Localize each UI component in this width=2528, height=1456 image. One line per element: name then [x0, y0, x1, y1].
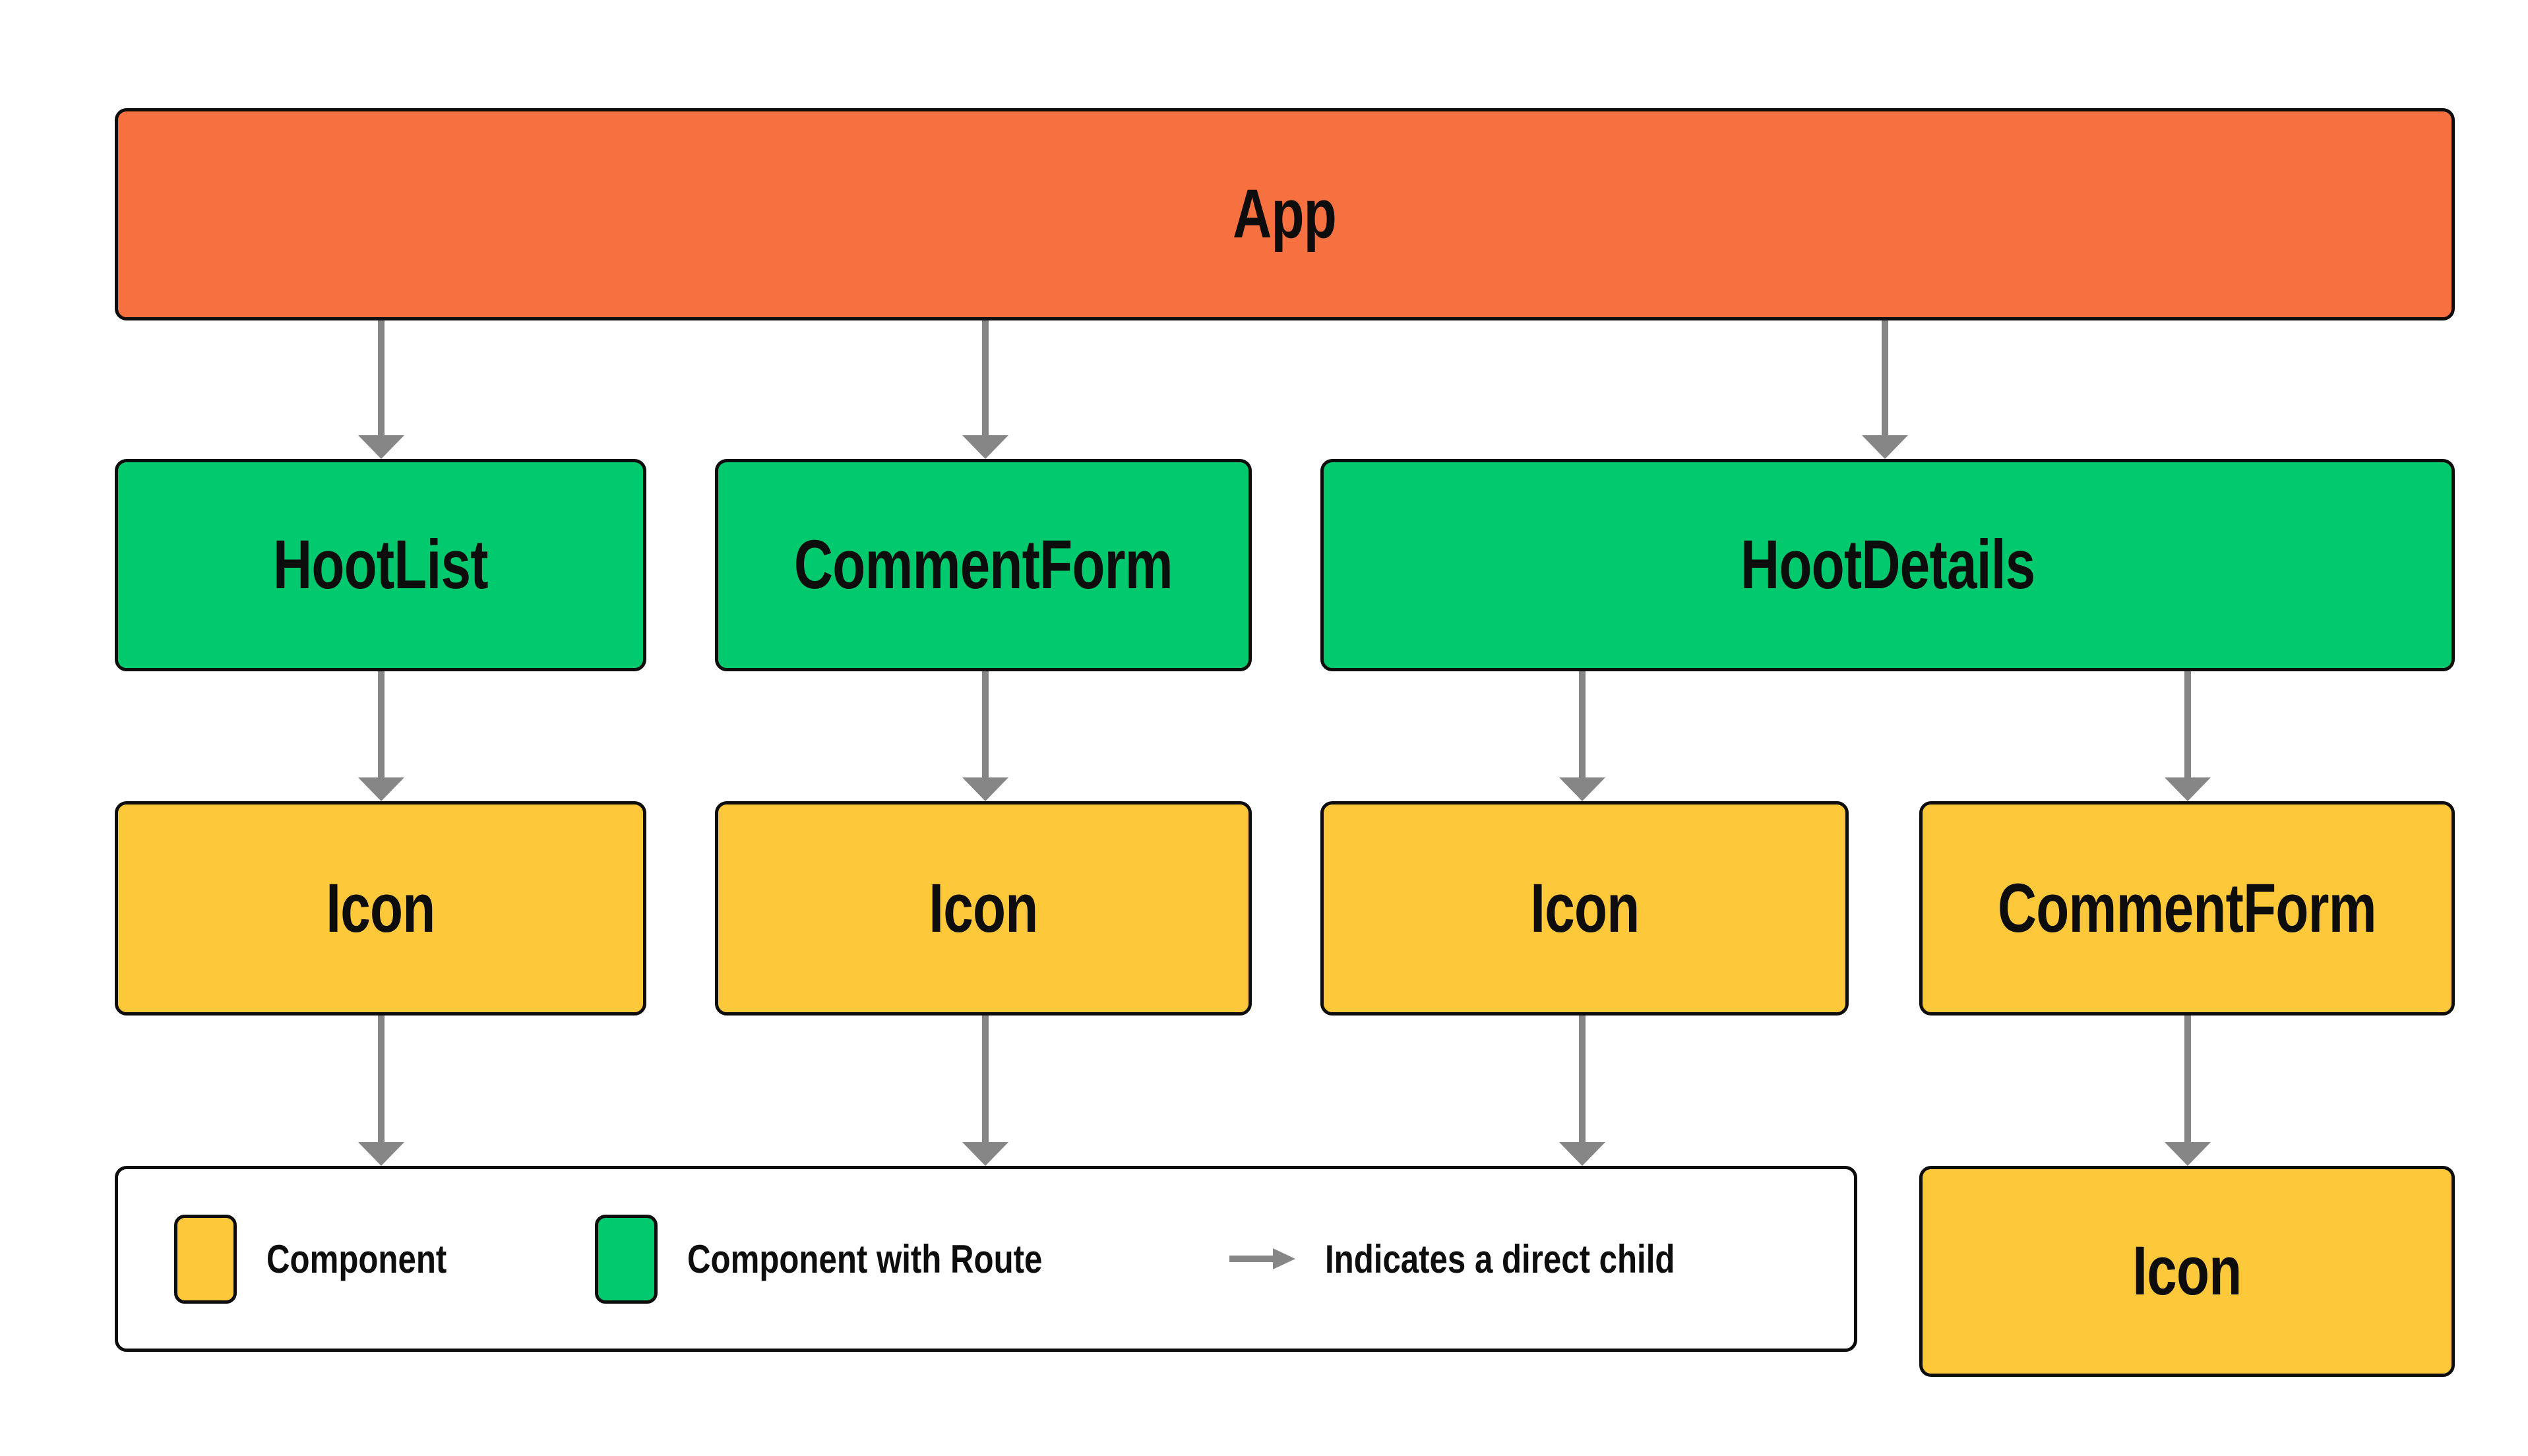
node-icon3-label: Icon — [1529, 869, 1640, 947]
node-icon1-label: Icon — [326, 869, 435, 947]
node-commentform2-label: CommentForm — [1998, 869, 2377, 947]
legend-arrow-label: Indicates a direct child — [1324, 1236, 1675, 1281]
legend-component-label: Component — [266, 1236, 447, 1281]
connector-arrow-commentform-icon — [962, 671, 1008, 801]
connector-arrow-app-hootdetails — [1862, 320, 1908, 459]
connector-arrow-hootdetails-icon — [1559, 671, 1605, 801]
connector-arrow-icon1-down — [358, 1016, 404, 1166]
connector-arrow-hootlist-icon — [358, 671, 404, 801]
node-icon-under-hootdetails: Icon — [1320, 801, 1849, 1016]
node-icon-under-hootlist: Icon — [115, 801, 646, 1016]
connector-arrow-hootdetails-commentform — [2165, 671, 2211, 801]
node-icon-under-commentform2: Icon — [1919, 1166, 2455, 1377]
legend-item-component: Component — [174, 1214, 486, 1304]
node-hootdetails: HootDetails — [1320, 459, 2455, 671]
node-app-label: App — [1233, 175, 1338, 253]
legend: Component Component with Route Indicates… — [115, 1166, 1857, 1352]
right-arrow-icon — [1229, 1248, 1295, 1269]
node-icon4-label: Icon — [2132, 1232, 2242, 1310]
node-commentform-label: CommentForm — [794, 526, 1173, 603]
node-icon-under-commentform: Icon — [715, 801, 1252, 1016]
node-icon2-label: Icon — [929, 869, 1038, 947]
connector-arrow-icon3-down — [1559, 1016, 1605, 1166]
node-commentform-under-hootdetails: CommentForm — [1919, 801, 2455, 1016]
connector-arrow-icon2-down — [962, 1016, 1008, 1166]
component-with-route-swatch-icon — [595, 1214, 658, 1304]
legend-item-direct-child: Indicates a direct child — [1229, 1236, 1752, 1282]
connector-arrow-app-hootlist — [358, 320, 404, 459]
connector-arrow-commentform2-icon — [2165, 1016, 2211, 1166]
node-hootlist-label: HootList — [273, 526, 489, 603]
legend-item-component-with-route: Component with Route — [595, 1214, 1121, 1304]
legend-route-label: Component with Route — [687, 1236, 1043, 1281]
node-hootdetails-label: HootDetails — [1740, 526, 2035, 603]
node-hootlist: HootList — [115, 459, 646, 671]
node-app: App — [115, 108, 2455, 320]
connector-arrow-app-commentform — [962, 320, 1008, 459]
node-commentform: CommentForm — [715, 459, 1252, 671]
component-swatch-icon — [174, 1214, 237, 1304]
